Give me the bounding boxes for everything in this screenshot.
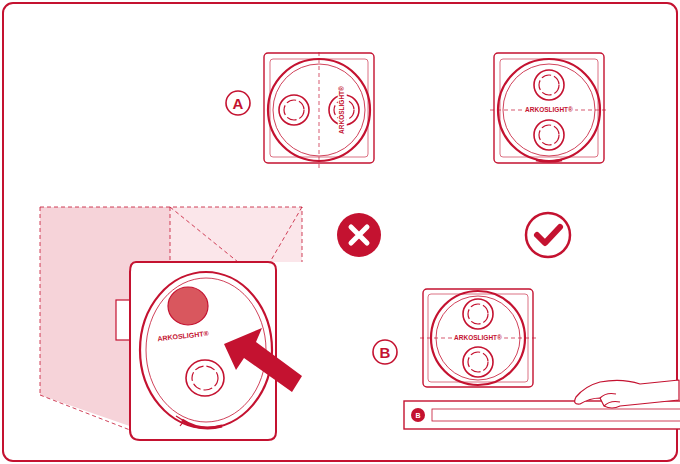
wall-recess — [40, 207, 302, 440]
wrong-symbol — [337, 213, 381, 257]
frame — [3, 3, 677, 461]
panel-correct — [490, 53, 608, 163]
panel-level — [420, 289, 536, 387]
brand-mark: ARKOSLIGHT® — [523, 106, 575, 115]
level-marker: B — [415, 412, 420, 419]
push-arrow — [224, 328, 302, 392]
brand-mark: ARKOSLIGHT® — [338, 84, 347, 136]
step-letter: B — [380, 345, 391, 360]
correct-symbol — [526, 213, 570, 257]
step-letter: A — [233, 96, 244, 111]
spirit-level — [404, 401, 680, 429]
panel-wrong — [264, 52, 374, 168]
hand — [575, 380, 679, 408]
brand-mark: ARKOSLIGHT® — [452, 334, 504, 343]
